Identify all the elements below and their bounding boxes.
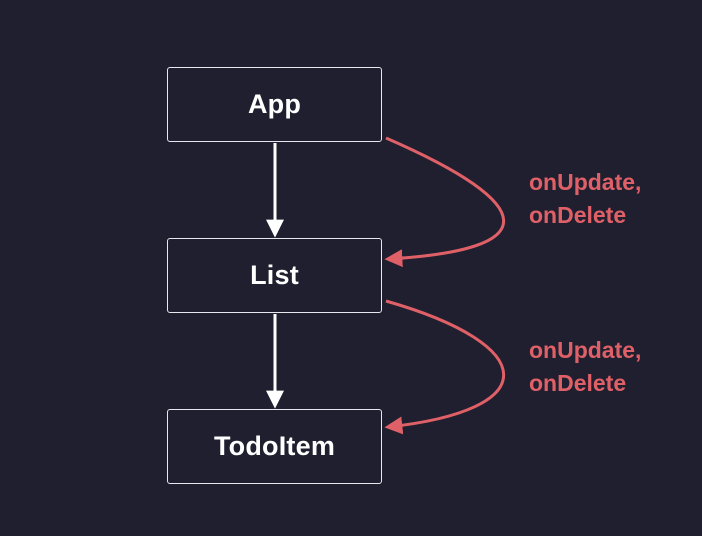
props-label-line: onDelete: [529, 202, 627, 228]
node-app: App: [167, 67, 382, 142]
node-label: List: [250, 260, 299, 290]
props-label-line: onUpdate,: [529, 169, 642, 195]
props-arrow-app-to-list: [384, 136, 506, 268]
props-label-line: onUpdate,: [529, 337, 642, 363]
node-label: TodoItem: [213, 431, 336, 461]
props-label-line: onDelete: [529, 370, 627, 396]
node-label: App: [247, 89, 302, 119]
node-list: List: [167, 238, 382, 313]
props-arrow-list-to-todoitem: [384, 299, 506, 435]
node-todoitem: TodoItem: [167, 409, 382, 484]
props-label-app-list: onUpdate, onDelete: [529, 166, 641, 232]
props-label-list-todoitem: onUpdate, onDelete: [529, 334, 641, 400]
